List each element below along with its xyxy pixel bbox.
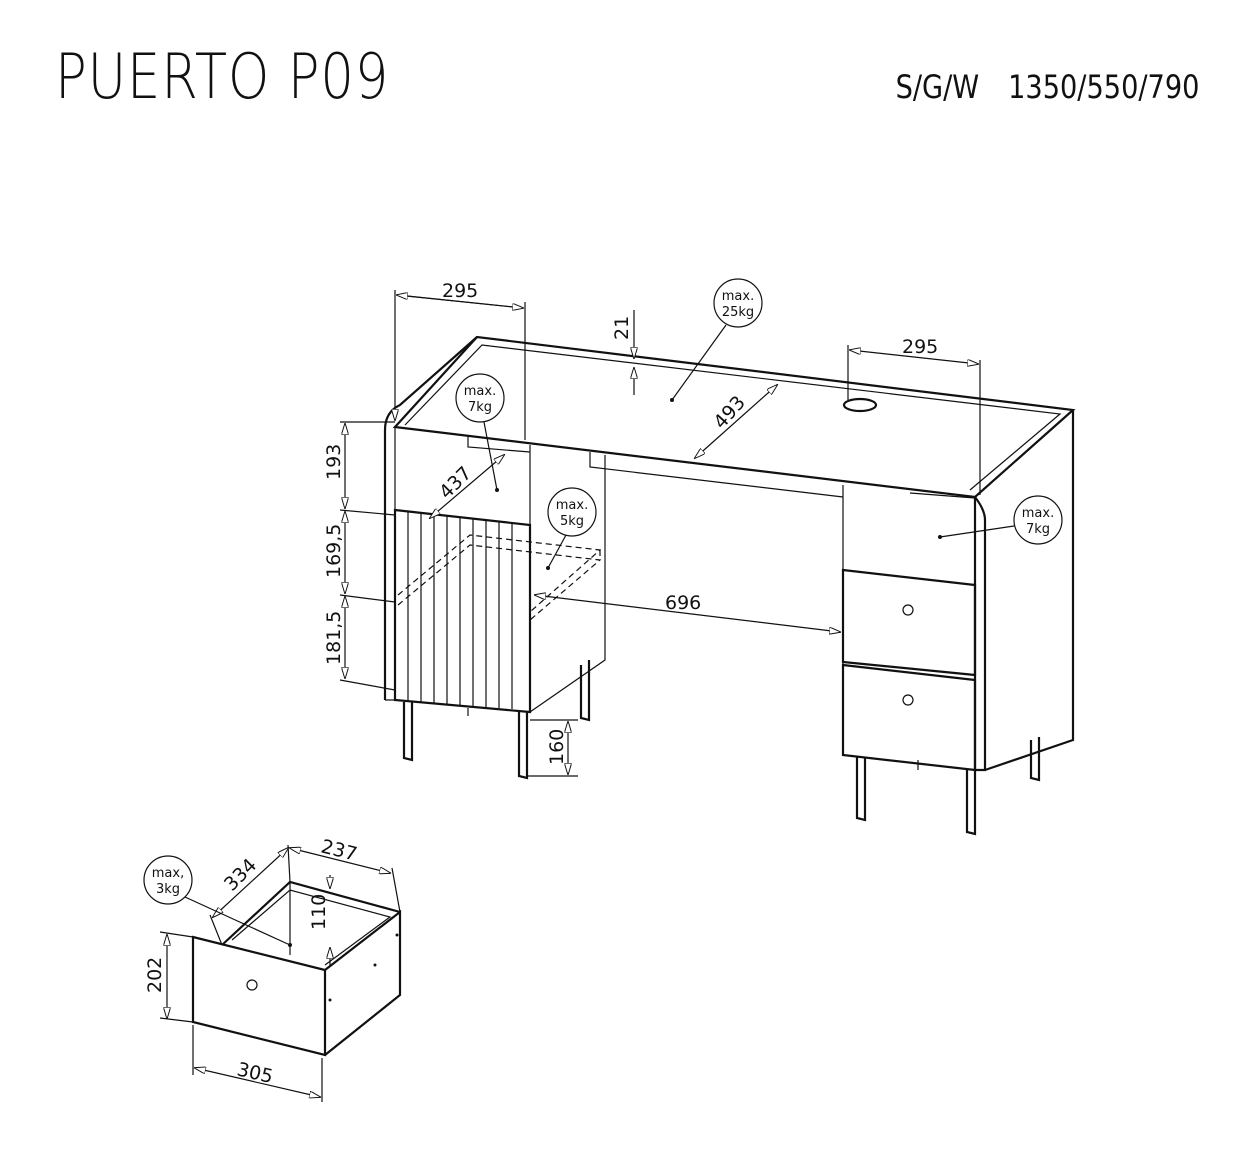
dim-leg-height: 160 [546,729,568,765]
dim-width-right: 295 [902,336,938,358]
product-title: PUERTO P09 [55,40,390,113]
dim-height-upper: 193 [323,444,345,480]
dim-height-lower: 181,5 [323,611,345,665]
dim-cabinet-depth: 437 [435,462,476,503]
load-left-inner-value: 5kg [560,514,584,529]
dim-drawer-depth: 334 [220,854,261,895]
load-left-shelf-value: 7kg [468,400,492,415]
load-badge-right-shelf: max. 7kg [938,495,1063,545]
load-right-shelf-label: max. [1022,506,1054,521]
load-left-inner-label: max. [556,498,588,513]
load-drawer-value: 3kg [156,882,180,897]
load-badge-left-shelf: max. 7kg [455,373,505,492]
dim-drawer-front-width: 305 [235,1058,275,1088]
dim-top-thickness: 21 [611,316,633,340]
dim-depth-inner: 493 [709,392,750,434]
load-right-shelf-value: 7kg [1026,522,1050,537]
load-top-value: 25kg [722,305,754,320]
load-badge-drawer: max, 3kg [143,855,292,947]
dim-drawer-front-height: 202 [144,957,166,993]
load-badge-left-inner: max. 5kg [546,487,597,570]
load-left-shelf-label: max. [464,384,496,399]
dim-drawer-width-inner: 237 [319,836,360,866]
dimensions-value: 1350/550/790 [1007,68,1199,106]
dim-knee-space: 696 [665,592,701,614]
dimensions-label: S/G/W [895,68,979,106]
dim-drawer-height-inner: 110 [308,894,330,930]
load-drawer-label: max, [152,866,184,881]
drawer-drawing [191,880,402,1057]
dim-width-left: 295 [442,280,478,302]
dim-height-middle: 169,5 [323,524,345,578]
load-badge-top: max. 25kg [670,278,763,402]
load-top-label: max. [722,289,754,304]
overall-dimensions: S/G/W 1350/550/790 [895,68,1199,106]
